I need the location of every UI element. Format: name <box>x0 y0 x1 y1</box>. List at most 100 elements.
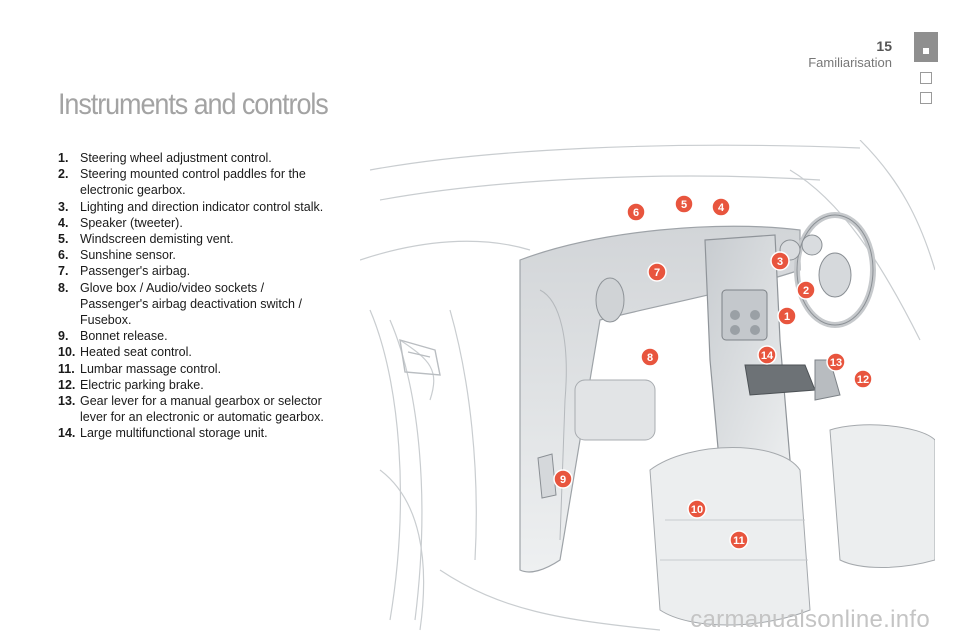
legend-number: 10. <box>58 345 76 360</box>
callout-circle <box>757 345 777 365</box>
callout-label: 12 <box>857 374 869 386</box>
callout-label: 2 <box>803 285 809 297</box>
legend-text: Lighting and direction indicator control… <box>80 199 324 214</box>
legend-item: 9.Bonnet release. <box>58 328 328 344</box>
legend-item: 12.Electric parking brake. <box>58 377 328 393</box>
legend-number: 3. <box>58 199 69 214</box>
passenger-seat <box>649 447 811 626</box>
section-tab-active[interactable] <box>914 32 938 62</box>
legend-text: Large multifunctional storage unit. <box>80 426 268 441</box>
callout-marker: 3 <box>770 251 790 271</box>
legend-item: 10. Heated seat control. <box>58 344 328 360</box>
callout-label: 8 <box>647 352 653 364</box>
page-number: 15 <box>876 38 892 54</box>
callout-circle <box>796 280 816 300</box>
glove-box <box>574 379 656 441</box>
callout-circle <box>729 530 749 550</box>
legend-number: 14. <box>58 426 76 441</box>
callout-marker: 7 <box>647 262 667 282</box>
callout-circle <box>674 194 694 214</box>
gear-lever <box>814 359 841 401</box>
legend-number: 8. <box>58 280 69 295</box>
section-tab[interactable] <box>920 92 932 104</box>
legend-text: Gear lever for a manual gearbox or selec… <box>80 394 324 425</box>
steering-wheel <box>794 212 876 328</box>
legend-item: 13.Gear lever for a manual gearbox or se… <box>58 393 328 425</box>
legend-text: Bonnet release. <box>80 329 168 344</box>
legend-number: 1. <box>58 151 69 165</box>
legend-number: 2. <box>58 167 69 182</box>
storage-unit <box>744 364 816 396</box>
legend-text: Glove box / Audio/video sockets / Passen… <box>80 280 302 328</box>
callout-marker: 14 <box>757 345 777 365</box>
driver-seat <box>829 424 935 568</box>
callout-label: 6 <box>633 207 639 219</box>
air-vent <box>595 277 625 323</box>
legend-text: Lumbar massage control. <box>80 361 222 376</box>
watermark: carmanualsonline.info <box>690 606 930 633</box>
callout-label: 9 <box>560 474 566 486</box>
legend-text: Heated seat control. <box>80 345 192 360</box>
legend-item: 11. Lumbar massage control. <box>58 361 328 377</box>
callout-marker: 2 <box>796 280 816 300</box>
legend-number: 11. <box>58 361 75 376</box>
callout-circle <box>826 352 846 372</box>
callout-marker: 4 <box>711 197 731 217</box>
callout-circle <box>853 369 873 389</box>
page-title: Instruments and controls <box>58 88 329 121</box>
callout-marker: 11 <box>729 530 749 550</box>
callout-label: 3 <box>777 256 783 268</box>
callout-label: 10 <box>691 504 703 516</box>
callout-marker: 10 <box>687 499 707 519</box>
instrument-cluster <box>779 234 823 261</box>
legend-item: 6. Sunshine sensor. <box>58 247 328 263</box>
callout-circle <box>770 251 790 271</box>
callout-circle <box>553 469 573 489</box>
callout-label: 14 <box>761 350 774 362</box>
section-tab[interactable] <box>920 72 932 84</box>
callout-marker: 9 <box>553 469 573 489</box>
legend-text: Passenger's airbag. <box>80 264 191 279</box>
callout-label: 5 <box>681 199 687 211</box>
legend-number: 7. <box>58 264 69 279</box>
callout-label: 1 <box>784 311 790 323</box>
callout-circle <box>711 197 731 217</box>
tab-dot <box>923 48 929 54</box>
legend-item: 7. Passenger's airbag. <box>58 263 328 279</box>
car-outline <box>360 140 935 631</box>
legend-text: Sunshine sensor. <box>80 248 176 263</box>
callout-marker: 1 <box>777 306 797 326</box>
legend-text: Speaker (tweeter). <box>80 215 183 230</box>
callout-circle <box>647 262 667 282</box>
callout-marker: 8 <box>640 347 660 367</box>
callout-marker: 13 <box>826 352 846 372</box>
legend-number: 6. <box>58 248 69 263</box>
legend-number: 12. <box>58 377 76 392</box>
callout-marker: 6 <box>626 202 646 222</box>
legend-list: 1. Steering wheel adjustment control. 2. St… <box>58 150 328 442</box>
legend-item: 3. Lighting and direction indicator contr… <box>58 199 328 215</box>
section-name: Familiarisation <box>808 55 892 70</box>
callout-circle <box>640 347 660 367</box>
door-handle <box>399 339 441 376</box>
bonnet-release <box>537 453 557 499</box>
legend-number: 4. <box>58 215 69 230</box>
console-buttons <box>730 310 760 335</box>
callout-circle <box>626 202 646 222</box>
callout-circle <box>777 306 797 326</box>
legend-text: Steering wheel adjustment control. <box>80 151 272 165</box>
legend-text: Steering mounted control paddles for the… <box>80 167 306 198</box>
callout-marker: 12 <box>853 369 873 389</box>
callout-label: 7 <box>654 267 660 279</box>
legend-item: 14. Large multifunctional storage unit. <box>58 425 328 441</box>
legend-item: 8. Glove box / Audio/video sockets / Pass… <box>58 280 328 329</box>
legend-text: Windscreen demisting vent. <box>80 232 234 247</box>
legend-item: 5. Windscreen demisting vent. <box>58 231 328 247</box>
legend-item: 2. Steering mounted control paddles for t… <box>58 166 328 198</box>
callout-label: 13 <box>830 357 842 369</box>
legend-item: 4. Speaker (tweeter). <box>58 215 328 231</box>
callout-label: 11 <box>733 535 745 547</box>
legend-number: 5. <box>58 232 69 247</box>
